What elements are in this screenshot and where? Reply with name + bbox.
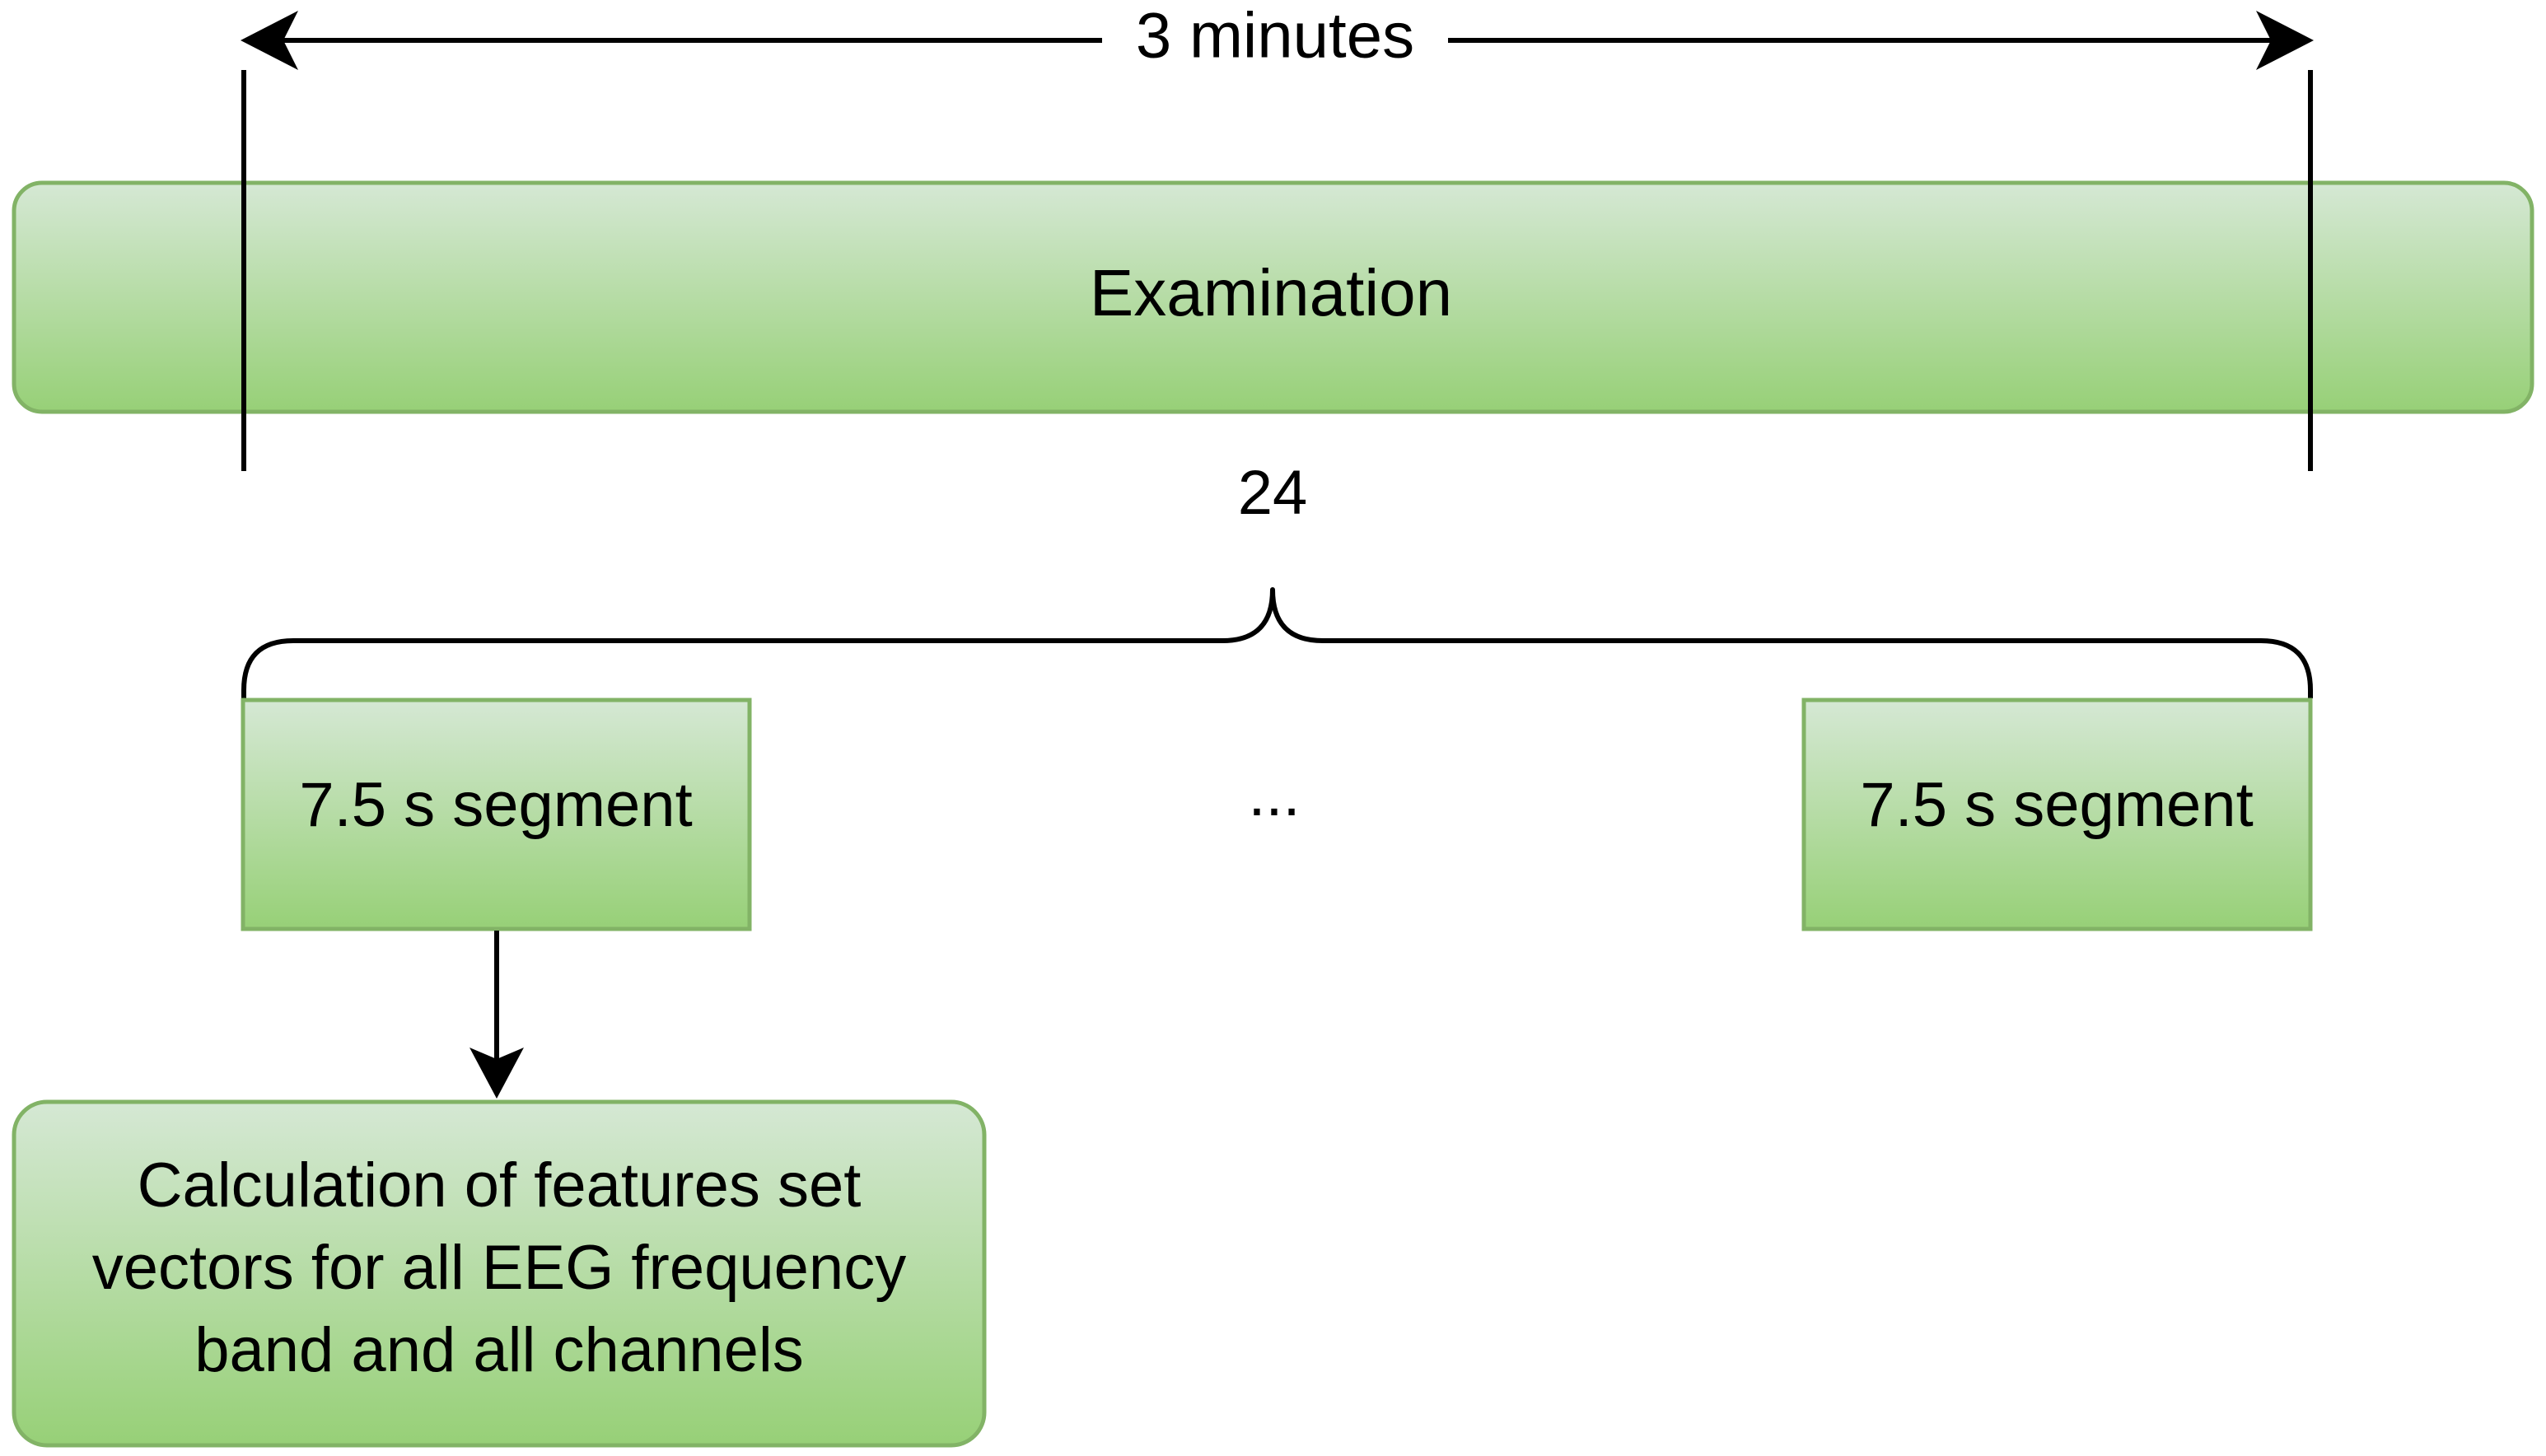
calculation-line-2: vectors for all EEG frequency [92,1233,906,1303]
examination-bar [12,180,2534,414]
segment-to-calculation-arrowhead [469,1048,524,1099]
calculation-line-1: Calculation of features set [138,1150,862,1220]
duration-arrowhead-right [2256,11,2314,70]
segment-last-label: 7.5 s segment [1860,770,2253,840]
calculation-line-3: band and all channels [194,1315,803,1385]
segment-box-last [1801,698,2313,931]
segment-count-label: 24 [1238,458,1308,528]
duration-arrowhead-left [241,11,298,70]
segments-ellipsis: ... [1248,759,1300,829]
calculation-box [12,1099,987,1448]
segments-brace [241,587,2313,698]
examination-label: Examination [1090,256,1452,329]
segment-box-first [241,698,752,931]
duration-label: 3 minutes [1136,0,1414,72]
segment-first-label: 7.5 s segment [299,770,692,840]
